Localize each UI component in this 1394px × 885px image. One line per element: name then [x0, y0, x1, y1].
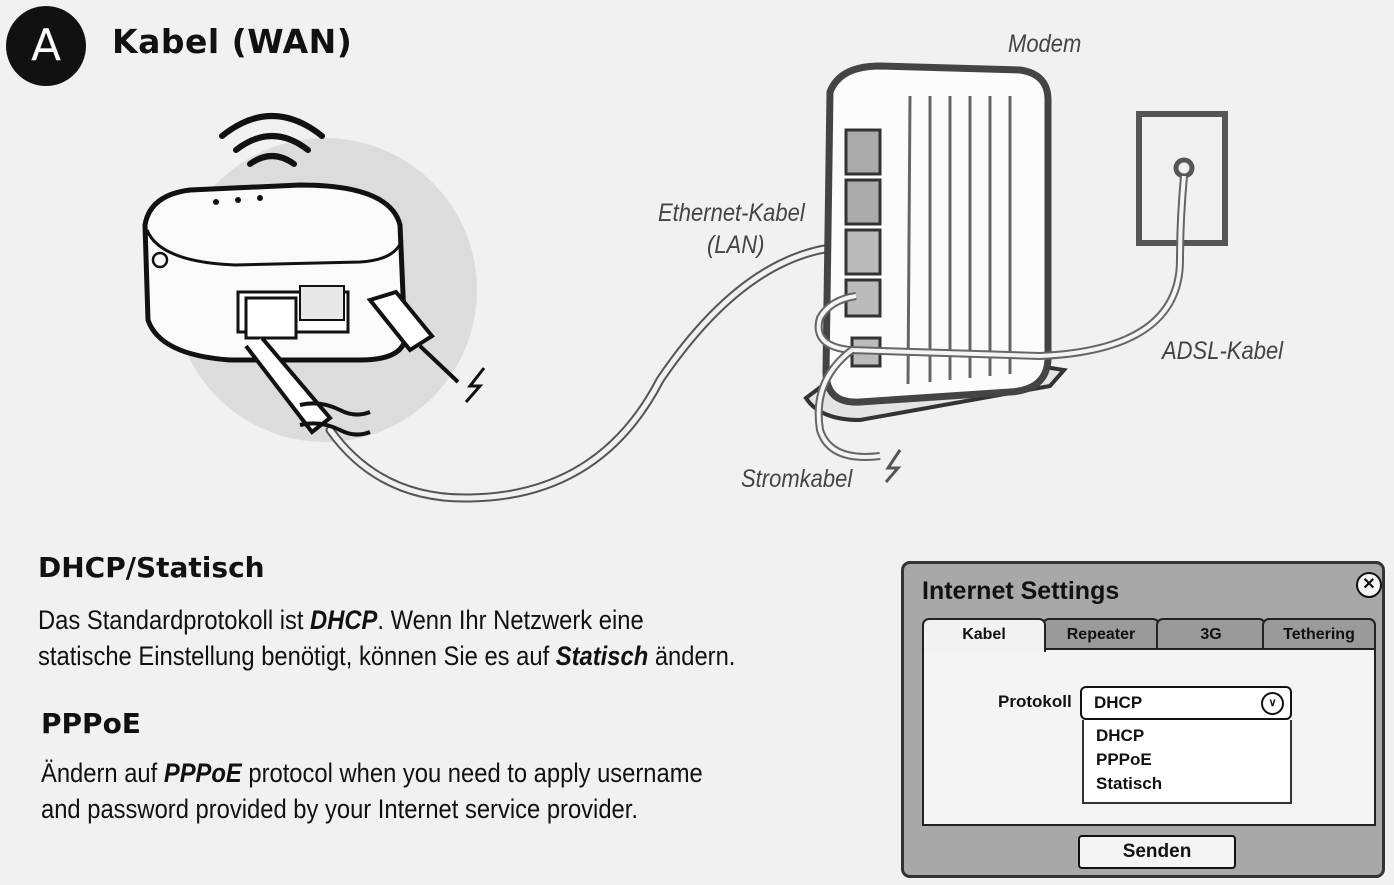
window-title: Internet Settings [922, 577, 1120, 605]
close-icon[interactable]: ✕ [1356, 572, 1382, 598]
tab-kabel[interactable]: Kabel [922, 618, 1046, 652]
pppoe-heading: PPPoE [41, 707, 141, 740]
connection-diagram [142, 62, 1228, 503]
page-title: Kabel (WAN) [112, 22, 353, 61]
protocol-select[interactable]: DHCP ∨ [1080, 686, 1292, 720]
power-icon-modem [884, 449, 902, 483]
tab-repeater[interactable]: Repeater [1042, 618, 1160, 648]
chevron-down-icon[interactable]: ∨ [1261, 692, 1284, 715]
dhcp-heading: DHCP/Statisch [38, 551, 265, 584]
option-dhcp[interactable]: DHCP [1096, 726, 1145, 745]
modem-device [803, 62, 1068, 423]
power-cable-label: Stromkabel [741, 465, 853, 493]
modem-label: Modem [1008, 30, 1082, 58]
dhcp-description: Das Standardprotokoll ist DHCP. Wenn Ihr… [38, 605, 736, 671]
tab-3g[interactable]: 3G [1156, 618, 1266, 648]
tab-tethering[interactable]: Tethering [1262, 618, 1376, 648]
ethernet-label: Ethernet-Kabel [658, 199, 805, 227]
protocol-label: Protokoll [998, 692, 1072, 711]
protocol-dropdown: DHCP PPPoE Statisch [1082, 720, 1292, 804]
ethernet-label-lan: (LAN) [707, 231, 765, 259]
router-device [142, 182, 486, 437]
option-pppoe[interactable]: PPPoE [1096, 750, 1152, 769]
section-badge: A [6, 6, 86, 86]
tab-panel: Protokoll DHCP ∨ DHCP PPPoE Statisch [922, 648, 1376, 826]
option-statisch[interactable]: Statisch [1096, 774, 1163, 793]
adsl-label: ADSL-Kabel [1162, 337, 1284, 365]
protocol-selected-value: DHCP [1094, 693, 1143, 712]
power-icon [464, 367, 486, 403]
wifi-icon [219, 113, 325, 167]
send-button[interactable]: Senden [1078, 835, 1236, 869]
pppoe-description: Ändern auf PPPoE protocol when you need … [41, 758, 703, 824]
internet-settings-window: Internet Settings ✕ Kabel Repeater 3G Te… [901, 561, 1385, 878]
